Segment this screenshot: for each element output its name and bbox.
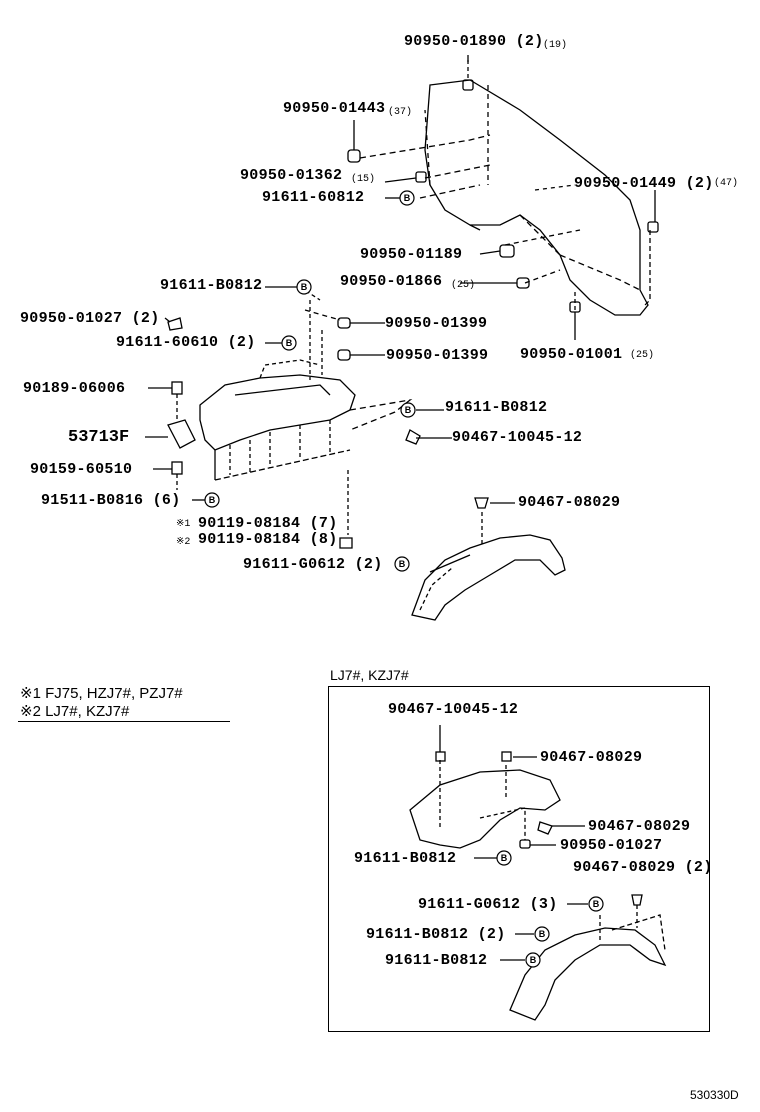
part-label[interactable]: 91611-B0812 <box>385 952 488 969</box>
part-label[interactable]: 90950-01027 (2) <box>20 310 160 327</box>
part-label[interactable]: 91611-B0812 (2) <box>366 926 506 943</box>
variant-mark: ※1 <box>176 519 191 530</box>
b-letter: B <box>301 282 308 292</box>
b-letter: B <box>209 495 216 505</box>
part-qty-note: (25) <box>451 280 476 291</box>
part-label[interactable]: 90950-01027 <box>560 837 663 854</box>
variant-mark: ※2 <box>176 537 191 548</box>
part-label[interactable]: 91511-B0816 (6) <box>41 492 181 509</box>
part-label[interactable]: 91611-B0812 <box>445 399 548 416</box>
part-label[interactable]: 90950-01001 <box>520 346 623 363</box>
upper-shield-panel <box>359 79 651 316</box>
note-mark: ※1 <box>20 685 41 702</box>
part-label-main[interactable]: 53713F <box>68 428 130 447</box>
part-label[interactable]: 90467-08029 <box>588 818 691 835</box>
inset-title: LJ7#, KZJ7# <box>330 667 409 683</box>
notes-underline <box>18 721 230 722</box>
part-label[interactable]: 90950-01866 <box>340 273 443 290</box>
part-label[interactable]: 90467-10045-12 <box>452 429 583 446</box>
part-qty-note: (15) <box>351 174 376 185</box>
note-mark: ※2 <box>20 703 41 720</box>
inset-upper-liner <box>409 751 561 849</box>
b-letter: B <box>286 338 293 348</box>
part-label[interactable]: 90467-08029 <box>518 494 621 511</box>
part-qty-note: (47) <box>714 178 739 189</box>
note-variant-1: ※1 FJ75, HZJ7#, PZJ7# <box>20 685 183 703</box>
part-label[interactable]: 90159-60510 <box>30 461 133 478</box>
b-letter: B <box>593 899 600 909</box>
part-label[interactable]: 90950-01890 (2) <box>404 33 544 50</box>
part-label[interactable]: 90119-08184 (7) <box>198 515 338 532</box>
part-label[interactable]: 91611-G0612 (2) <box>243 556 383 573</box>
part-label[interactable]: 90950-01362 <box>240 167 343 184</box>
part-label[interactable]: 90950-01189 <box>360 246 463 263</box>
clip-fasteners-left <box>167 317 421 549</box>
part-label[interactable]: 91611-60610 (2) <box>116 334 256 351</box>
b-letter: B <box>530 955 537 965</box>
diagram-code: 530330D <box>690 1088 739 1102</box>
inset-frame <box>328 686 710 1032</box>
note-text: FJ75, HZJ7#, PZJ7# <box>45 685 183 702</box>
part-label[interactable]: 90467-08029 <box>540 749 643 766</box>
part-label[interactable]: 90467-08029 (2) <box>573 859 713 876</box>
part-label[interactable]: 90950-01443 <box>283 100 386 117</box>
b-letter: B <box>399 559 406 569</box>
b-letter: B <box>501 853 508 863</box>
note-text: LJ7#, KZJ7# <box>45 703 130 720</box>
part-label[interactable]: 90189-06006 <box>23 380 126 397</box>
part-label[interactable]: 91611-G0612 (3) <box>418 896 558 913</box>
fender-liner <box>411 512 566 621</box>
part-label[interactable]: 90119-08184 (8) <box>198 531 338 548</box>
part-label[interactable]: 90950-01399 <box>386 347 489 364</box>
b-letter: B <box>539 929 546 939</box>
part-label[interactable]: 91611-60812 <box>262 189 365 206</box>
part-qty-note: (25) <box>630 350 655 361</box>
part-qty-note: (19) <box>543 40 568 51</box>
part-label[interactable]: 91611-B0812 <box>354 850 457 867</box>
part-label[interactable]: 91611-B0812 <box>160 277 263 294</box>
part-label[interactable]: 90950-01449 (2) <box>574 175 714 192</box>
b-letter: B <box>405 405 412 415</box>
part-label[interactable]: 90950-01399 <box>385 315 488 332</box>
inset-lower-liner <box>509 894 667 1021</box>
b-letter: B <box>404 193 411 203</box>
note-variant-2: ※2 LJ7#, KZJ7# <box>20 703 129 721</box>
part-label[interactable]: 90467-10045-12 <box>388 701 519 718</box>
part-qty-note: (37) <box>388 107 413 118</box>
b-symbol-letters: B B B B B B B B B B <box>209 193 600 965</box>
